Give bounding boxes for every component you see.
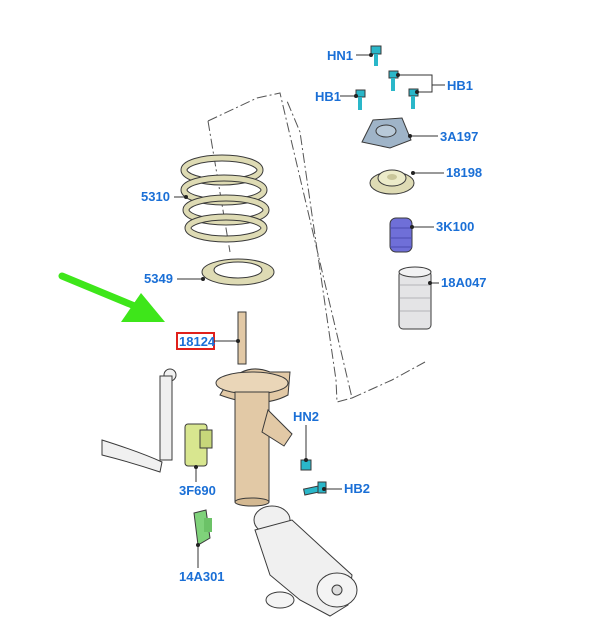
callout-3f690[interactable]: 3F690 — [179, 483, 216, 498]
stabilizer-link — [101, 368, 177, 473]
callout-14a301[interactable]: 14A301 — [179, 569, 225, 584]
leader-dot-18124 — [236, 339, 240, 343]
callout-5349[interactable]: 5349 — [144, 271, 173, 286]
leader-dot-5310 — [184, 195, 188, 199]
bolt-hb2[interactable] — [303, 481, 327, 496]
callout-3a197[interactable]: 3A197 — [440, 129, 478, 144]
sensor-clip-14a301[interactable] — [193, 509, 212, 546]
leader-dot-hb1-right-b — [415, 90, 419, 94]
assembly-outline — [207, 92, 426, 403]
callout-3k100[interactable]: 3K100 — [436, 219, 474, 234]
leader-dot-hn1 — [369, 53, 373, 57]
leader-dot-14a301 — [196, 543, 200, 547]
bolt-hn1[interactable] — [370, 45, 382, 66]
bump-stop-3k100[interactable] — [389, 217, 413, 253]
leader-dot-18198 — [411, 171, 415, 175]
bolt-hb1-c[interactable] — [355, 89, 366, 110]
callout-5310[interactable]: 5310 — [141, 189, 170, 204]
leader-dot-hb1-left — [354, 94, 358, 98]
callout-hb1-left[interactable]: HB1 — [315, 89, 341, 104]
strut-18124[interactable] — [215, 311, 293, 507]
callout-hn1[interactable]: HN1 — [327, 48, 353, 63]
callout-18124[interactable]: 18124 — [179, 334, 216, 349]
leader-hb1-right — [398, 74, 433, 93]
leader-dot-5349 — [201, 277, 205, 281]
leader-dot-3k100 — [410, 225, 414, 229]
callout-hb2[interactable]: HB2 — [344, 481, 370, 496]
gaiter-18a047[interactable] — [398, 266, 432, 330]
leader-dot-3f690 — [194, 465, 198, 469]
callout-hn2[interactable]: HN2 — [293, 409, 319, 424]
callout-18198[interactable]: 18198 — [446, 165, 482, 180]
leader-dot-18a047 — [428, 281, 432, 285]
bearing-18198[interactable] — [369, 169, 415, 195]
callout-hb1-right[interactable]: HB1 — [447, 78, 473, 93]
pointer-arrow — [58, 272, 165, 322]
leader-dot-hn2 — [304, 458, 308, 462]
spring-seat-5349[interactable] — [201, 258, 275, 286]
leader-dot-hb2 — [322, 487, 326, 491]
leader-dot-3a197 — [408, 134, 412, 138]
leader-dot-hb1-right-a — [396, 73, 400, 77]
steering-knuckle — [253, 505, 358, 617]
coil-spring-5310[interactable] — [180, 154, 270, 243]
bracket-3f690[interactable] — [184, 423, 213, 467]
callout-18a047[interactable]: 18A047 — [441, 275, 487, 290]
upper-mount-3a197[interactable] — [361, 117, 412, 149]
